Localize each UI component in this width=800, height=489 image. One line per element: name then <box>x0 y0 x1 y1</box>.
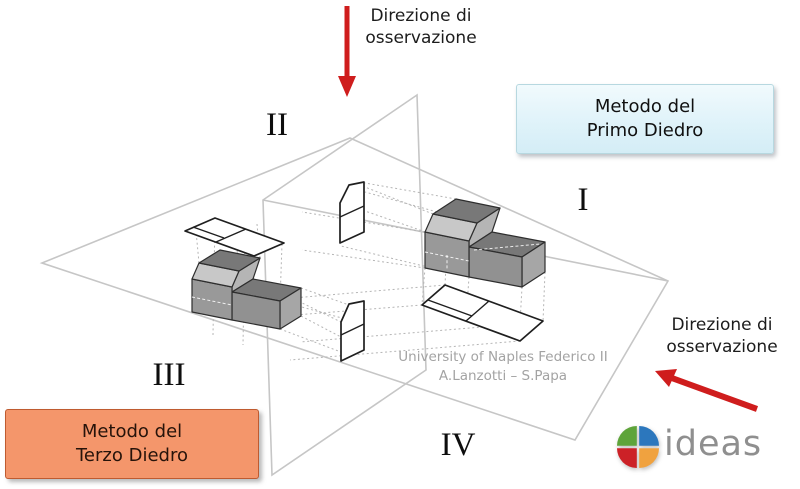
top-view-third-angle <box>184 217 285 257</box>
right-observation-label-line2: osservazione <box>666 337 778 357</box>
watermark-line2: A.Lanzotti – S.Papa <box>438 368 568 384</box>
logo-quadrant-bottom-left <box>617 448 637 468</box>
watermark-line1: University of Naples Federico II <box>398 349 608 365</box>
primo-box-line2: Primo Diedro <box>586 120 704 141</box>
quadrant-label-II: II <box>266 107 288 143</box>
right-observation-label-line1: Direzione di <box>671 315 773 335</box>
ideas-logo-text: ideas <box>664 424 763 464</box>
front-view-third-angle <box>340 300 365 362</box>
method-box-primo-diedro: Metodo del Primo Diedro <box>516 84 774 154</box>
logo-quadrant-top-left <box>617 426 637 446</box>
ideas-logo-circle-icon <box>617 426 659 468</box>
method-box-terzo-diedro: Metodo del Terzo Diedro <box>5 409 259 479</box>
top-observation-label: Direzione di osservazione <box>365 5 476 49</box>
vertical-plane <box>262 93 427 477</box>
top-observation-arrow <box>338 6 356 97</box>
logo-quadrant-bottom-right <box>639 448 659 468</box>
terzo-box-line2: Terzo Diedro <box>76 445 188 466</box>
top-observation-label-line1: Direzione di <box>370 6 472 26</box>
primo-box-line1: Metodo del <box>594 96 696 117</box>
solid-first-quadrant <box>424 198 546 288</box>
solid-third-quadrant <box>191 249 302 330</box>
top-view-first-angle <box>421 284 544 342</box>
terzo-box-line1: Metodo del <box>81 421 183 442</box>
top-observation-label-line2: osservazione <box>365 28 477 48</box>
front-view-first-angle <box>339 181 365 244</box>
right-observation-label: Direzione di osservazione <box>666 314 777 358</box>
quadrant-label-III: III <box>152 357 186 393</box>
watermark: University of Naples Federico II A.Lanzo… <box>398 348 607 386</box>
ideas-logo-mark <box>614 423 662 471</box>
quadrant-label-I: I <box>577 182 589 218</box>
right-observation-arrow <box>655 369 759 412</box>
logo-quadrant-top-right <box>639 426 659 446</box>
quadrant-label-IV: IV <box>440 427 476 463</box>
